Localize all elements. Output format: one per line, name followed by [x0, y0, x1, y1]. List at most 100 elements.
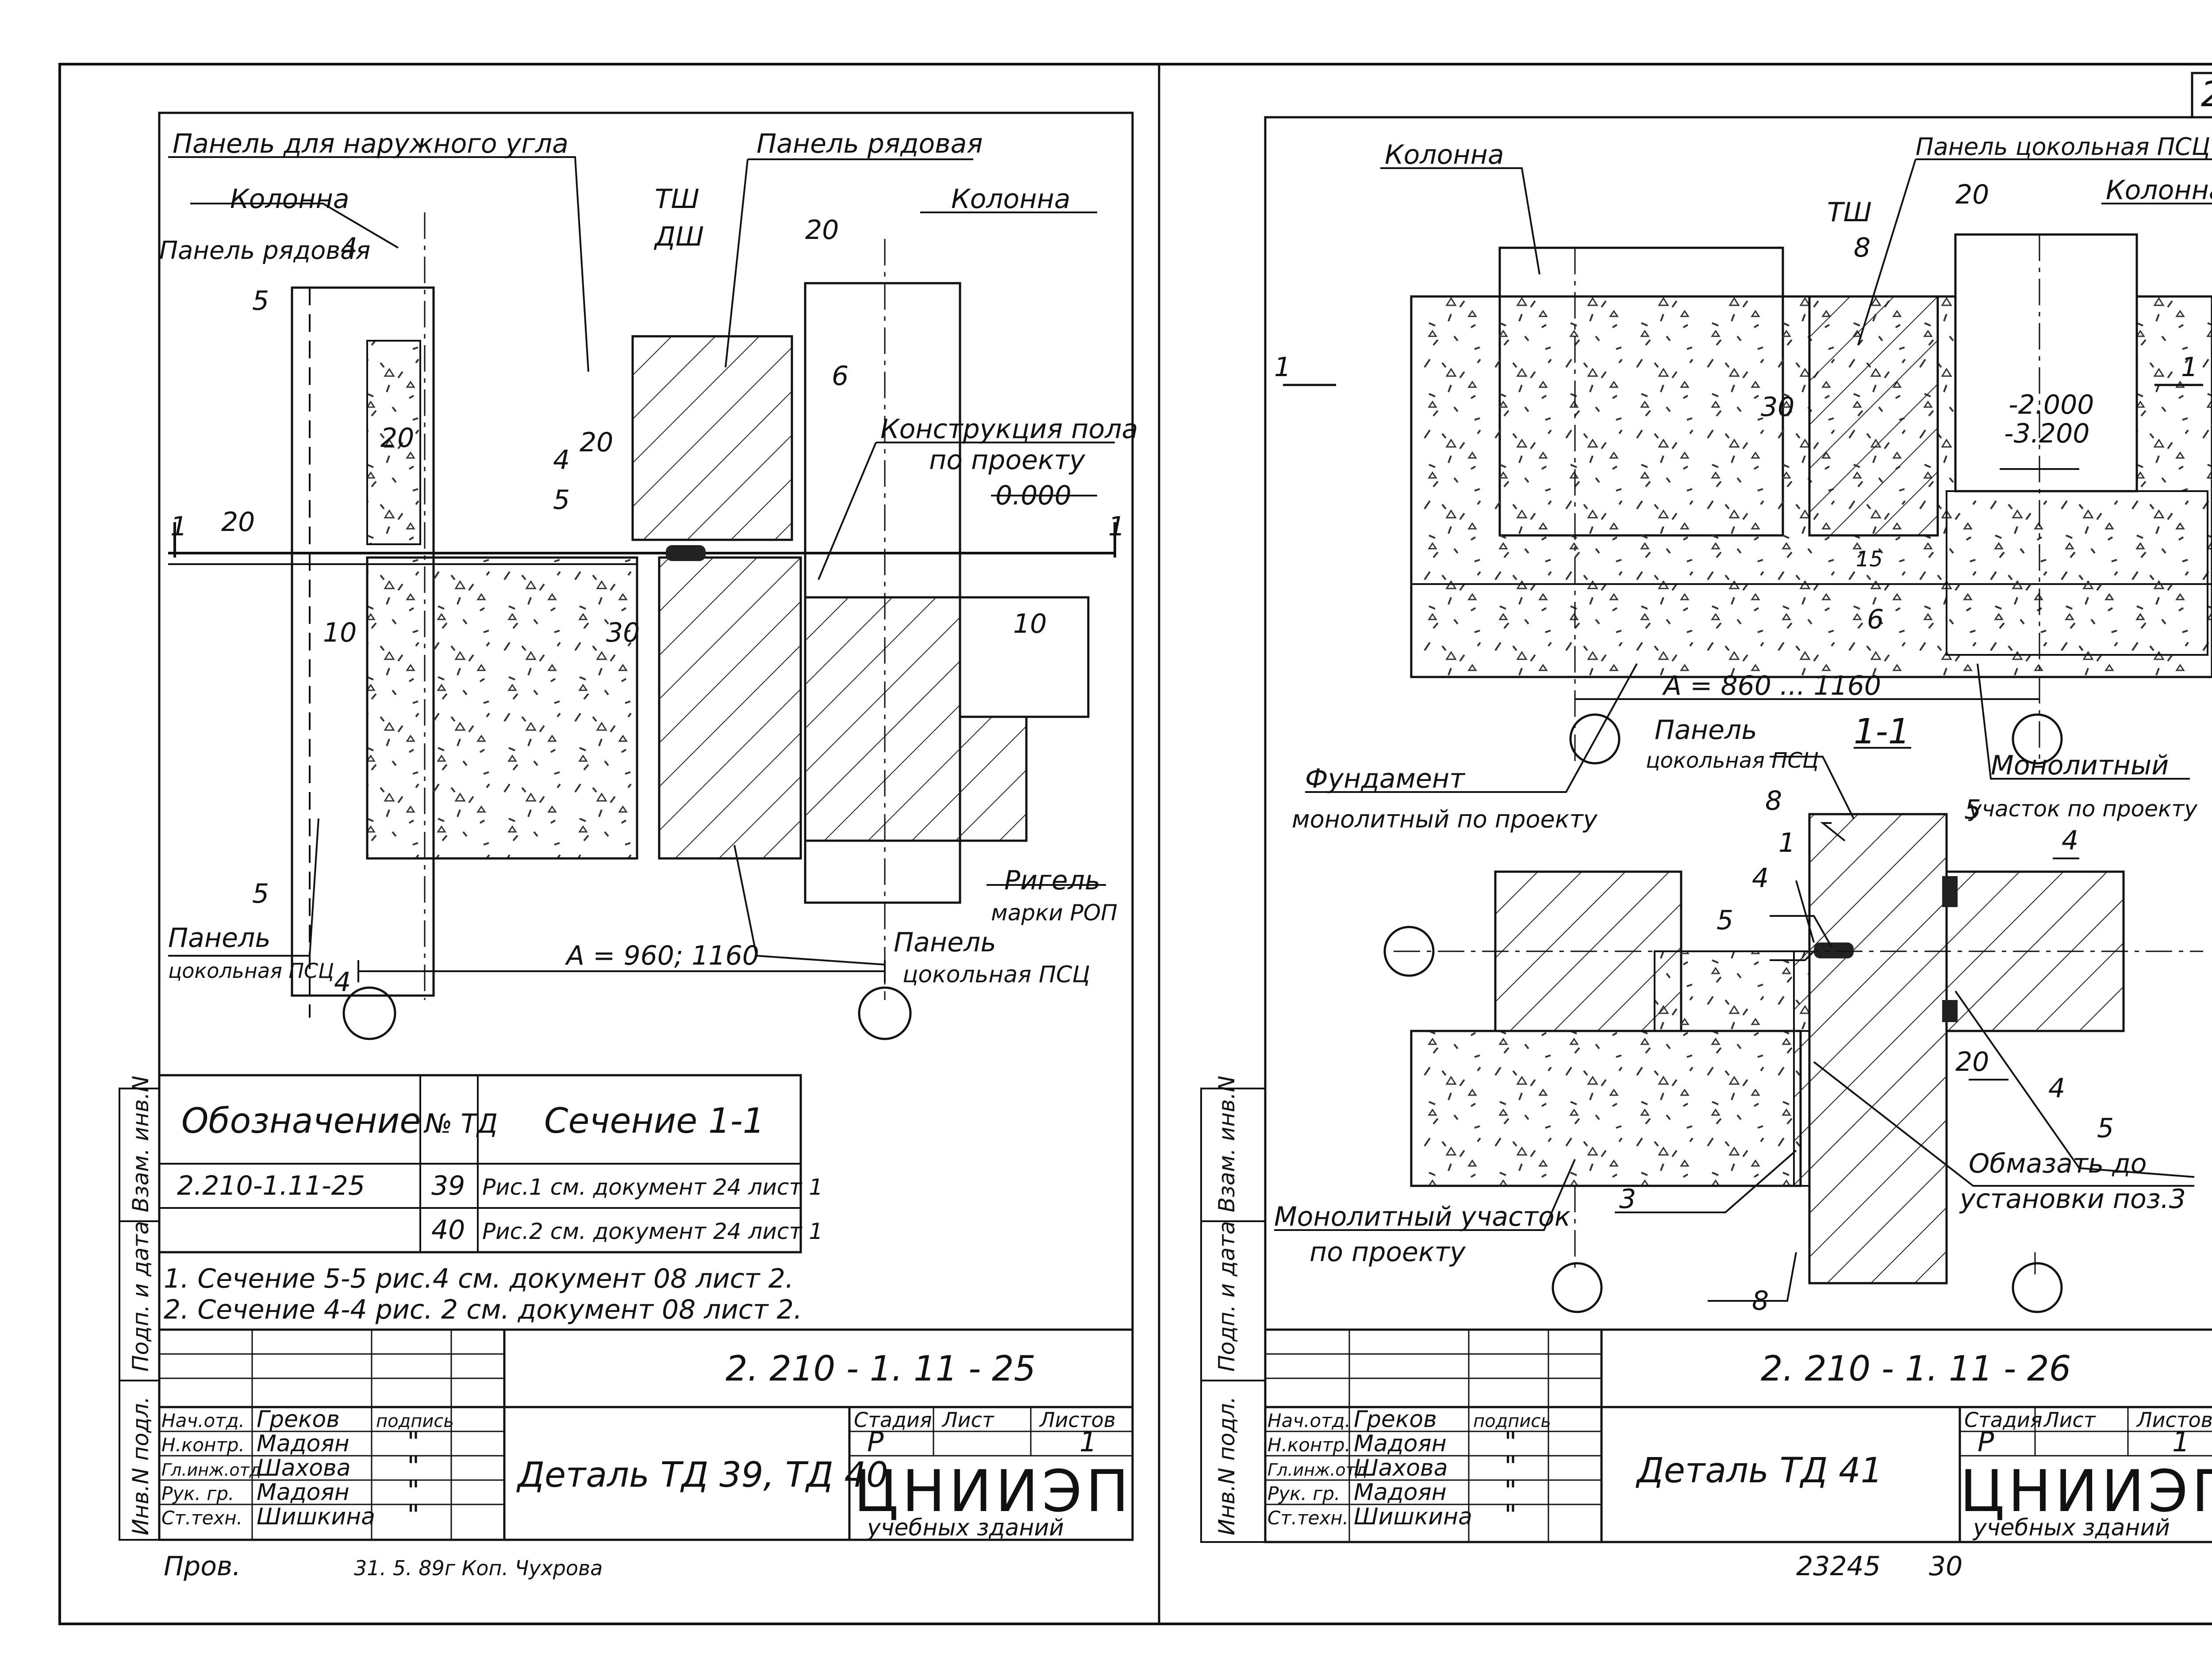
label-right-titleblock-sign-4: " [1504, 1499, 1517, 1531]
label-rigel-2: марки РОП [991, 900, 1118, 926]
column-right [804, 282, 961, 904]
sheet-number: 29 [2201, 75, 2212, 115]
label-left-titleblock-roles-2: Гл.инж.отд [161, 1460, 261, 1480]
label-right-titleblock-roles-0: Нач.отд. [1267, 1410, 1351, 1431]
table-header-section: Сечение 1-1 [544, 1101, 764, 1141]
label-column-b: Колонна [951, 184, 1071, 215]
label-right-titleblock-sign-3: " [1504, 1474, 1517, 1507]
r-label-column-b: Колонна [2106, 175, 2212, 206]
r-label-section: 1-1 [1854, 712, 1910, 752]
left-doc-title: Деталь ТД 39, ТД 40 [516, 1455, 888, 1495]
footer-right-num2: 30 [1929, 1551, 1962, 1582]
right-sheet: Взам. инв.N Подп. и дата Инв.N подл. [1200, 116, 2212, 1582]
label-left-titleblock-sheets: 1 [1079, 1426, 1097, 1458]
label-right-labels-monolith_2: участок по проекту [1968, 796, 2198, 822]
label-right-titleblock-stage: Р [1978, 1426, 1994, 1458]
axis-circle-top-1 [1569, 713, 1621, 765]
right-doc-title: Деталь ТД 41 [1636, 1451, 1882, 1491]
label-right-titleblock-names-3: Мадоян [1354, 1479, 1447, 1506]
label-left-titleblock-roles-3: Рук. гр. [161, 1483, 234, 1504]
axis-circle-bottom-3 [2012, 1262, 2063, 1313]
left-detail-drawing [168, 156, 1116, 1040]
label-right-labels-lvl2: -3.200 [2004, 418, 2089, 449]
label-column-a: Колонна [230, 184, 349, 215]
label-panel-outer-corner: Панель для наружного угла [173, 128, 568, 159]
label-left-labels-cut1: 1 [170, 511, 187, 542]
footer-prov: Пров. [164, 1551, 241, 1582]
label-right-labels-n1: 1 [1778, 827, 1795, 858]
label-right-titleblock-side-2: Инв.N подл. [1214, 1396, 1240, 1535]
left-designation-table: Обозначение № ТД Сечение 1-1 2.210-1.11-… [158, 1074, 823, 1254]
label-left-titleblock-names-4: Шишкина [257, 1504, 375, 1530]
label-right-labels-foundation_2: монолитный по проекту [1292, 805, 1598, 833]
panel-plinth-hatched [658, 556, 802, 860]
concrete-upper-left [366, 340, 421, 545]
panel-row-hatched [631, 335, 793, 541]
label-right-titleblock-sheets_h: Листов [2136, 1408, 2212, 1432]
label-panel-plinth-left-2: цокольная ПСЦ [168, 959, 334, 983]
right-frame [1264, 116, 2212, 1543]
label-right-labels-coat_2: установки поз.3 [1959, 1184, 2186, 1215]
label-left-titleblock-roles-4: Ст.техн. [161, 1507, 242, 1529]
label-left-titleblock-names-1: Мадоян [257, 1431, 349, 1457]
r-label-panel-plinth-top: Панель цокольная ПСЦ [1916, 133, 2210, 161]
label-panel-plinth-right-1: Панель [894, 927, 996, 958]
label-dsh: ДШ [653, 221, 704, 252]
label-right-labels-monolith_b2: по проекту [1310, 1237, 1466, 1268]
panel-plinth-section [1808, 813, 1948, 1285]
right-doc-code: 2. 210 - 1. 11 - 26 [1761, 1349, 2071, 1389]
label-right-labels-panel_plinth_mid_1: Панель [1655, 715, 1757, 746]
r-label-dim-a: А = 860 ... 1160 [1662, 670, 1881, 701]
label-right-titleblock-names-4: Шишкина [1354, 1504, 1472, 1530]
footer-signature: 31. 5. 89г Коп. Чухрова [354, 1556, 603, 1580]
label-panel-plinth-left-1: Панель [168, 923, 271, 954]
table-row1-designation: 2.210-1.11-25 [177, 1170, 365, 1201]
table-header-designation: Обозначение [181, 1101, 421, 1141]
footer-right-num: 23245 [1796, 1551, 1881, 1582]
right-titleblock: 2. 210 - 1. 11 - 26 Деталь ТД 41 Стадия … [1265, 1328, 2212, 1542]
label-left-labels-n6: 6 [832, 361, 849, 392]
label-right-labels-cut1b: 1 [2181, 352, 2198, 383]
label-panel-row-top: Панель рядовая [757, 128, 983, 159]
label-right-labels-n8b: 8 [1765, 785, 1782, 816]
right-org-sub: учебных зданий [1972, 1515, 2170, 1541]
axis-circle-bottom-1 [1383, 926, 1435, 977]
label-right-labels-n30: 30 [1761, 392, 1794, 423]
label-left-labels-n20c: 20 [805, 215, 839, 246]
label-right-titleblock-roles-3: Рук. гр. [1267, 1483, 1340, 1504]
right-side-strip [1200, 1088, 1266, 1543]
label-floor-construction-1: Конструкция пола [880, 414, 1138, 445]
outer-frame [58, 63, 2212, 1625]
label-right-labels-monolith_1: Монолитный [1991, 750, 2169, 781]
label-right-titleblock-names-1: Мадоян [1354, 1431, 1447, 1457]
label-left-labels-n5a: 5 [252, 285, 269, 316]
label-right-labels-n5c: 5 [2097, 1113, 2114, 1144]
label-left-titleblock-sign-4: " [407, 1499, 420, 1531]
label-dim-a: А = 960; 1160 [565, 940, 759, 971]
left-side-label-2: Подп. и дата [128, 1221, 154, 1372]
label-right-titleblock-side-0: Взам. инв.N [1214, 1076, 1240, 1212]
label-left-labels-n30: 30 [606, 617, 640, 648]
label-right-labels-n15: 15 [1856, 547, 1883, 572]
label-left-labels-n20b: 20 [580, 427, 613, 458]
left-org: ЦНИИЭП [854, 1458, 1133, 1525]
label-right-labels-n3: 3 [1619, 1184, 1636, 1215]
label-left-labels-n20a: 20 [380, 423, 414, 454]
label-left-titleblock-sign-3: " [407, 1474, 420, 1507]
label-left-titleblock-sheets_h: Листов [1039, 1408, 1116, 1432]
label-left-labels-n5b: 5 [553, 485, 570, 515]
note-1: 1. Сечение 5-5 рис.4 см. документ 08 лис… [164, 1263, 794, 1294]
table-row1-section: Рис.1 см. документ 24 лист 1 [482, 1174, 823, 1200]
table-row2-td: 40 [431, 1215, 465, 1246]
label-right-titleblock-sign-1: " [1504, 1426, 1517, 1458]
left-org-sub: учебных зданий [866, 1515, 1064, 1541]
sheet-number-box [2191, 72, 2212, 119]
label-left-titleblock-sheet_h: Лист [941, 1408, 995, 1432]
label-tsh: ТШ [655, 184, 699, 215]
note-2: 2. Сечение 4-4 рис. 2 см. документ 08 ли… [164, 1294, 802, 1325]
panel-plinth-top [1808, 295, 1939, 537]
axis-circle-left-1 [342, 986, 396, 1040]
label-right-labels-n4c: 4 [2048, 1073, 2065, 1104]
label-right-labels-cut1: 1 [1274, 352, 1291, 383]
monolith-bottom [1410, 1030, 1802, 1187]
